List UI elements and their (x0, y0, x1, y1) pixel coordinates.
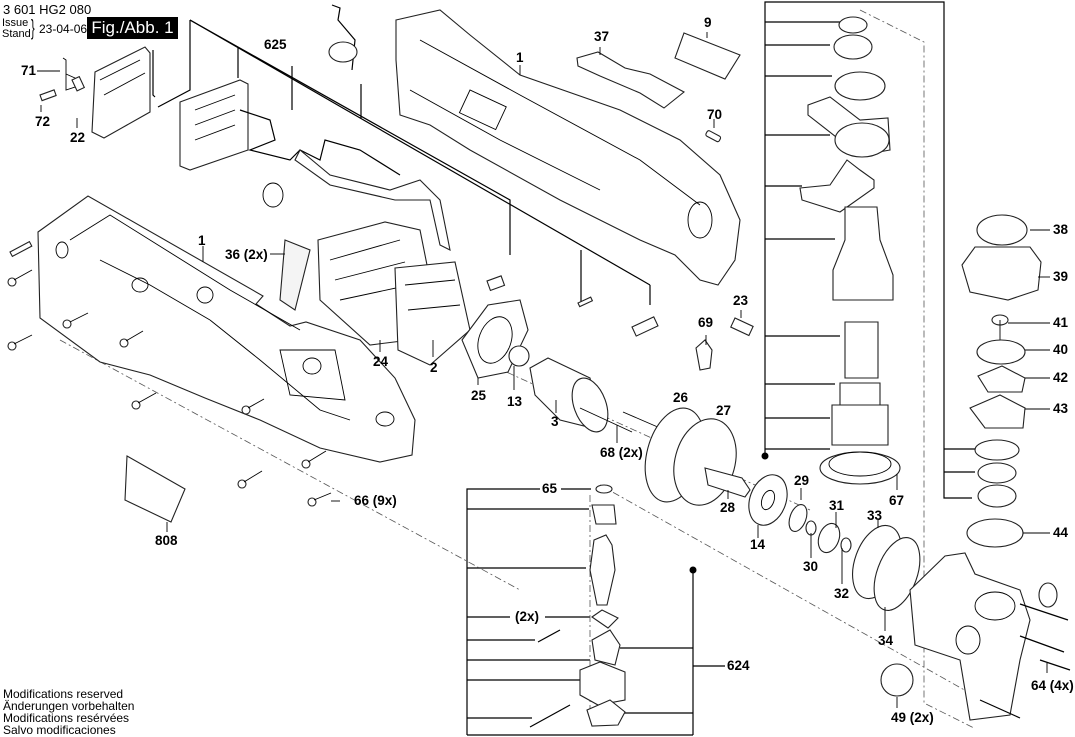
label-68: 68 (2x) (600, 445, 643, 460)
label-67: 67 (889, 493, 905, 508)
group-bracket-625 (152, 19, 651, 305)
group-bracket-624 (466, 488, 725, 736)
damper-69 (695, 339, 713, 371)
brace-icon: } (31, 15, 35, 40)
label-808: 808 (155, 533, 178, 548)
label-65: 65 (542, 481, 558, 496)
bearing-13 (508, 345, 530, 367)
housing-left-half (37, 195, 416, 463)
leader-lines (37, 32, 1050, 708)
label-625: 625 (264, 37, 287, 52)
label-1-top: 1 (516, 50, 524, 65)
notice-fr: Modifications resérvées (3, 711, 130, 725)
issue-label-de: Stand (2, 28, 31, 40)
speed-wheel-stack (961, 214, 1042, 548)
label-27: 27 (716, 403, 732, 418)
potentiometer-dial (328, 41, 358, 63)
clip-23 (730, 317, 754, 337)
label-1-left: 1 (198, 233, 206, 248)
label-13: 13 (507, 394, 523, 409)
label-40: 40 (1053, 342, 1069, 357)
pinion-shaft-28 (704, 467, 751, 498)
washer-31 (817, 522, 841, 554)
wire-harness (239, 109, 401, 176)
label-44: 44 (1053, 525, 1069, 540)
washer-29 (788, 504, 808, 532)
o-ring-34 (873, 537, 921, 611)
notice-es: Salvo modificaciones (3, 723, 116, 737)
label-43: 43 (1053, 401, 1069, 416)
lock-mechanism (529, 484, 626, 728)
label-70: 70 (707, 107, 723, 122)
label-71: 71 (21, 63, 37, 78)
label-26: 26 (673, 390, 689, 405)
motor-assembly (262, 149, 471, 366)
label-2: 2 (430, 360, 438, 375)
label-33: 33 (867, 508, 883, 523)
circlip-32 (840, 537, 852, 553)
label-23: 23 (733, 293, 749, 308)
modifications-notice: Modifications reserved Änderungen vorbeh… (3, 688, 134, 736)
label-39: 39 (1053, 269, 1069, 284)
label-36: 36 (2x) (225, 247, 268, 262)
armature-3 (529, 357, 661, 433)
issue-date: 23-04-06 (39, 22, 88, 36)
label-9: 9 (704, 15, 712, 30)
notice-en: Modifications reserved (3, 687, 124, 701)
label-66: 66 (9x) (354, 493, 397, 508)
washer-30 (805, 520, 817, 536)
group-bracket-spindle (761, 1, 975, 499)
brush-part (631, 316, 659, 337)
label-32: 32 (834, 586, 850, 601)
notice-de: Änderungen vorbehalten (3, 699, 135, 713)
label-37: 37 (594, 29, 610, 44)
label-72: 72 (35, 114, 51, 129)
label-28: 28 (720, 500, 736, 515)
label-30: 30 (803, 559, 819, 574)
label-34: 34 (878, 633, 894, 648)
screws-66 (7, 240, 332, 507)
screws-64 (979, 582, 1071, 719)
label-22: 22 (70, 130, 86, 145)
pad-49 (880, 663, 914, 697)
label-41: 41 (1053, 315, 1069, 330)
label-624: 624 (727, 658, 750, 673)
label-25: 25 (471, 388, 487, 403)
label-plate-808 (124, 455, 186, 523)
label-29: 29 (794, 473, 810, 488)
brush-spring-part (577, 296, 594, 308)
label-69: 69 (698, 315, 714, 330)
issue-labels: Issue Stand (2, 18, 31, 40)
label-3: 3 (551, 414, 559, 429)
label-38: 38 (1053, 222, 1069, 237)
issue-label-en: Issue (2, 17, 29, 29)
label-2x: (2x) (515, 609, 540, 624)
spindle-stack (799, 16, 901, 485)
gear-housing (909, 552, 1031, 721)
label-49: 49 (2x) (891, 710, 934, 725)
label-31: 31 (829, 498, 845, 513)
label-64: 64 (4x) (1031, 678, 1074, 693)
label-42: 42 (1053, 370, 1069, 385)
figure-label: Fig./Abb. 1 (87, 17, 178, 39)
label-14: 14 (750, 537, 766, 552)
bearing-14 (748, 474, 788, 526)
label-24: 24 (373, 354, 389, 369)
part-number: 3 601 HG2 080 (3, 2, 92, 17)
label-plate-9 (674, 32, 741, 80)
switch-slider-37 (576, 51, 685, 109)
pin-70 (705, 130, 722, 143)
electronics-module (39, 46, 249, 171)
brush-holder-part (486, 275, 506, 292)
